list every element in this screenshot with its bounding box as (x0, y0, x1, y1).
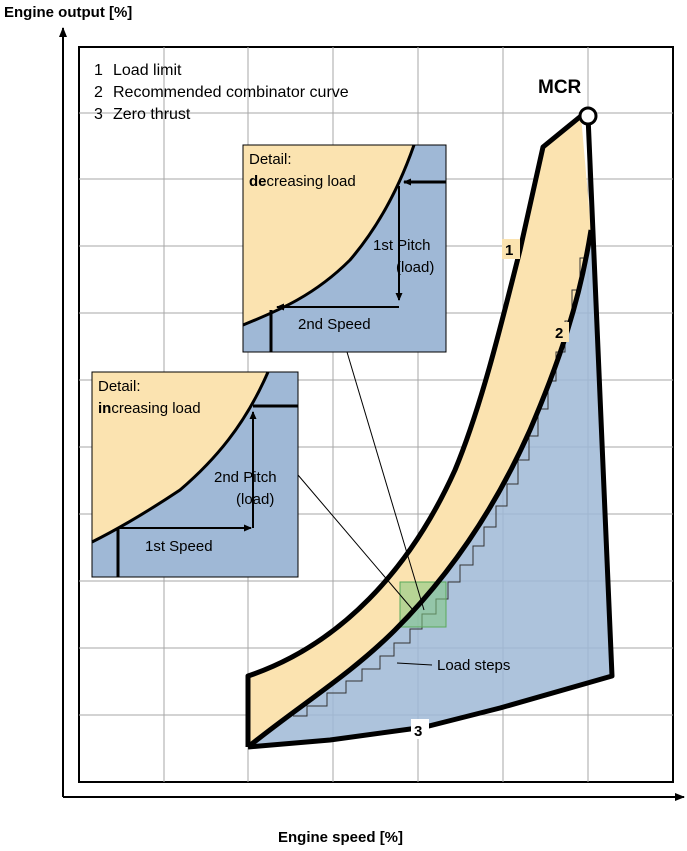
leader-decreasing (346, 351, 425, 611)
load-steps-staircase (293, 257, 588, 717)
detail-decreasing-pitch1: 1st Pitch (373, 237, 431, 254)
mcr-label: MCR (538, 77, 582, 98)
detail-increasing-pitch1: 2nd Pitch (214, 469, 277, 486)
detail-decreasing-curve (242, 144, 416, 327)
y-axis-title: Engine output [%] (4, 4, 132, 21)
detail-decreasing-panel: Detail: decreasing load 1st Pitch (load)… (242, 144, 447, 353)
load-steps-leader (396, 662, 433, 666)
leader-increasing (297, 474, 414, 611)
legend-num-3: 3 (94, 106, 103, 123)
detail-increasing-panel: Detail: increasing load 2nd Pitch (load)… (91, 371, 299, 578)
detail-decreasing-title2: decreasing load (249, 173, 356, 190)
detail-increasing-title1: Detail: (98, 378, 141, 395)
detail-increasing-speed: 1st Speed (145, 538, 213, 555)
detail-decreasing-title1: Detail: (249, 151, 292, 168)
legend-label-3: Zero thrust (113, 106, 191, 123)
detail-increasing-title2: increasing load (98, 400, 201, 417)
detail-increasing-pitch2: (load) (236, 491, 274, 508)
x-axis-title: Engine speed [%] (278, 829, 403, 846)
legend-num-1: 1 (94, 62, 103, 79)
legend-label-1: Load limit (113, 62, 182, 79)
legend: 1 Load limit 2 Recommended combinator cu… (94, 62, 349, 123)
detail-decreasing-speed: 2nd Speed (298, 316, 371, 333)
detail-decreasing-pitch2: (load) (396, 259, 434, 276)
curve-label-1: 1 (505, 242, 513, 259)
mcr-point (578, 106, 598, 126)
load-limit-curve (245, 114, 583, 747)
legend-label-2: Recommended combinator curve (113, 84, 349, 101)
load-steps-label: Load steps (437, 657, 510, 674)
load-limit-region (248, 116, 591, 747)
curve-label-2: 2 (555, 325, 563, 342)
legend-num-2: 2 (94, 84, 103, 101)
zero-thrust-curve (247, 115, 615, 750)
detail-increasing-curve (91, 371, 270, 544)
curve-label-3: 3 (414, 723, 422, 740)
zero-thrust-region (248, 230, 612, 747)
